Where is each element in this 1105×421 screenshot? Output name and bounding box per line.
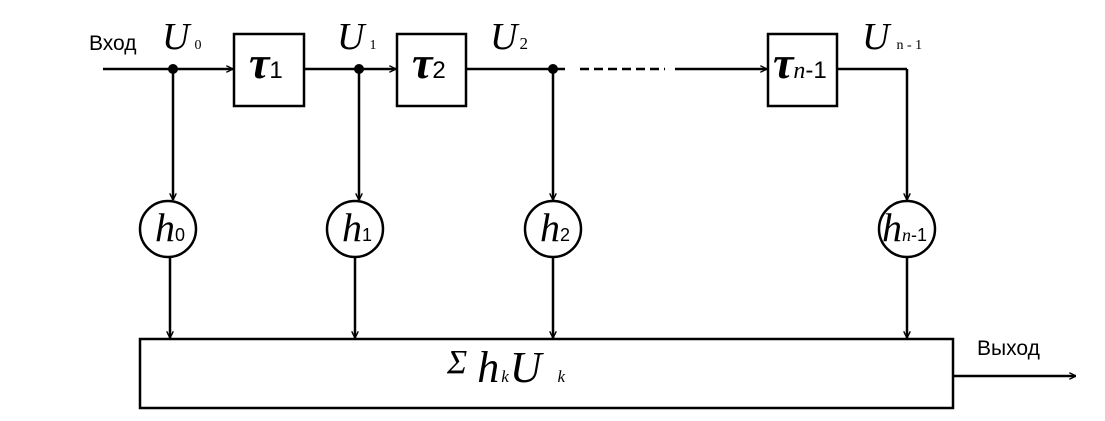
delay-label-n-1: τn-1: [773, 37, 827, 88]
junction-dot-2: [548, 64, 558, 74]
coeff-label-hn1: hn-1: [882, 205, 928, 250]
junction-dot-0: [168, 64, 178, 74]
junction-dot-1: [354, 64, 364, 74]
output-label: Выход: [977, 337, 1040, 360]
coeff-label-h1: h1: [342, 205, 373, 250]
delay-box-1: [232, 32, 306, 108]
delay-label-2: τ2: [412, 37, 446, 88]
sum-u: U: [509, 343, 542, 392]
summer-box: [138, 337, 955, 410]
sigma-symbol: Σ: [447, 344, 468, 381]
sum-u-sub: k: [557, 367, 566, 386]
coeff-circle-0: [138, 199, 198, 259]
delay-box-n-1: [766, 32, 839, 108]
coeff-label-h0: h0: [155, 205, 186, 250]
delay-box-2: [395, 32, 468, 108]
coeff-label-h2: h2: [540, 205, 571, 250]
delay-label-1: τ1: [249, 37, 283, 88]
sum-h: h: [477, 343, 500, 392]
input-label: Вход: [89, 32, 137, 55]
sum-h-sub: k: [501, 367, 509, 386]
